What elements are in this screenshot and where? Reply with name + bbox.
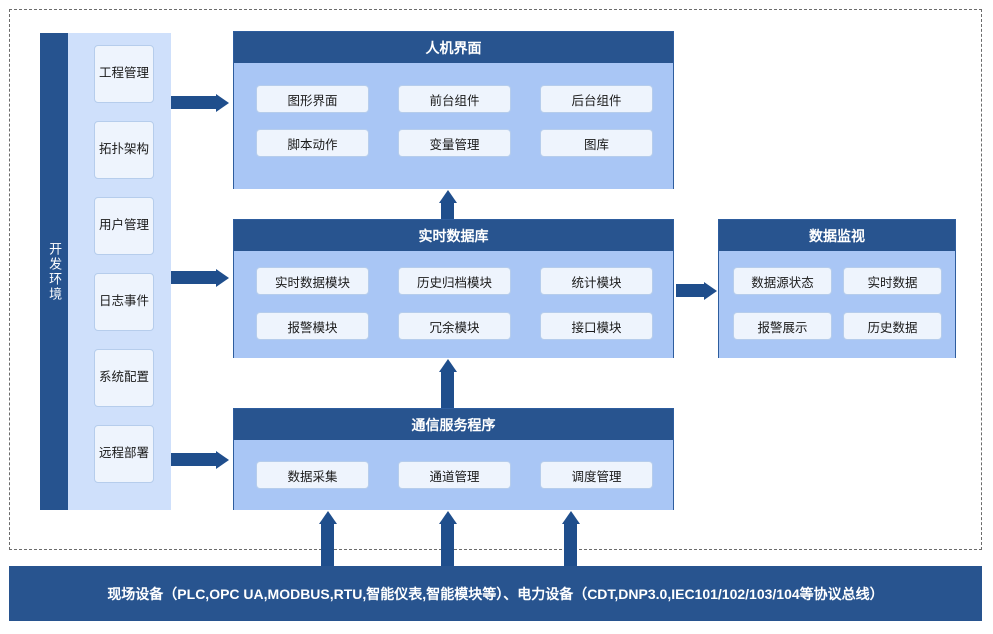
- chip-redundancy-module[interactable]: 冗余模块: [398, 312, 511, 340]
- panel-realtime-database-body: 实时数据模块 历史归档模块 统计模块 报警模块 冗余模块 接口模块: [234, 251, 673, 358]
- chip-realtime-data[interactable]: 实时数据: [843, 267, 942, 295]
- chip-alarm-module[interactable]: 报警模块: [256, 312, 369, 340]
- field-devices-bar: 现场设备（PLC,OPC UA,MODBUS,RTU,智能仪表,智能模块等）、电…: [9, 566, 982, 621]
- dev-item-remote-deploy[interactable]: 远程部署: [94, 425, 154, 483]
- dev-item-user-management[interactable]: 用户管理: [94, 197, 154, 255]
- dev-environment-bar: 开发环境: [40, 33, 68, 510]
- panel-hmi-title: 人机界面: [234, 32, 673, 63]
- panel-data-monitor: 数据监视 数据源状态 实时数据 报警展示 历史数据: [718, 219, 956, 358]
- panel-data-monitor-body: 数据源状态 实时数据 报警展示 历史数据: [719, 251, 955, 358]
- outer-dashed-frame: [9, 9, 982, 550]
- panel-communication-service-body: 数据采集 通道管理 调度管理: [234, 440, 673, 510]
- panel-realtime-database-title: 实时数据库: [234, 220, 673, 251]
- panel-communication-service-title: 通信服务程序: [234, 409, 673, 440]
- dev-item-log-events[interactable]: 日志事件: [94, 273, 154, 331]
- chip-realtime-data-module[interactable]: 实时数据模块: [256, 267, 369, 295]
- dev-item-engineering-management[interactable]: 工程管理: [94, 45, 154, 103]
- chip-interface-module[interactable]: 接口模块: [540, 312, 653, 340]
- chip-datasource-status[interactable]: 数据源状态: [733, 267, 832, 295]
- chip-backend-component[interactable]: 后台组件: [540, 85, 653, 113]
- chip-alarm-display[interactable]: 报警展示: [733, 312, 832, 340]
- chip-statistics-module[interactable]: 统计模块: [540, 267, 653, 295]
- panel-hmi-body: 图形界面 前台组件 后台组件 脚本动作 变量管理 图库: [234, 63, 673, 189]
- chip-script-action[interactable]: 脚本动作: [256, 129, 369, 157]
- chip-dispatch-management[interactable]: 调度管理: [540, 461, 653, 489]
- dev-item-system-config[interactable]: 系统配置: [94, 349, 154, 407]
- dev-item-topology-architecture[interactable]: 拓扑架构: [94, 121, 154, 179]
- chip-variable-management[interactable]: 变量管理: [398, 129, 511, 157]
- chip-frontend-component[interactable]: 前台组件: [398, 85, 511, 113]
- panel-data-monitor-title: 数据监视: [719, 220, 955, 251]
- chip-channel-management[interactable]: 通道管理: [398, 461, 511, 489]
- panel-hmi: 人机界面 图形界面 前台组件 后台组件 脚本动作 变量管理 图库: [233, 31, 674, 189]
- field-devices-label: 现场设备（PLC,OPC UA,MODBUS,RTU,智能仪表,智能模块等）、电…: [107, 585, 884, 602]
- panel-realtime-database: 实时数据库 实时数据模块 历史归档模块 统计模块 报警模块 冗余模块 接口模块: [233, 219, 674, 358]
- chip-history-archive-module[interactable]: 历史归档模块: [398, 267, 511, 295]
- chip-data-acquisition[interactable]: 数据采集: [256, 461, 369, 489]
- chip-graphics-library[interactable]: 图库: [540, 129, 653, 157]
- dev-environment-label: 开发环境: [47, 241, 63, 302]
- panel-communication-service: 通信服务程序 数据采集 通道管理 调度管理: [233, 408, 674, 510]
- chip-graphic-interface[interactable]: 图形界面: [256, 85, 369, 113]
- chip-history-data[interactable]: 历史数据: [843, 312, 942, 340]
